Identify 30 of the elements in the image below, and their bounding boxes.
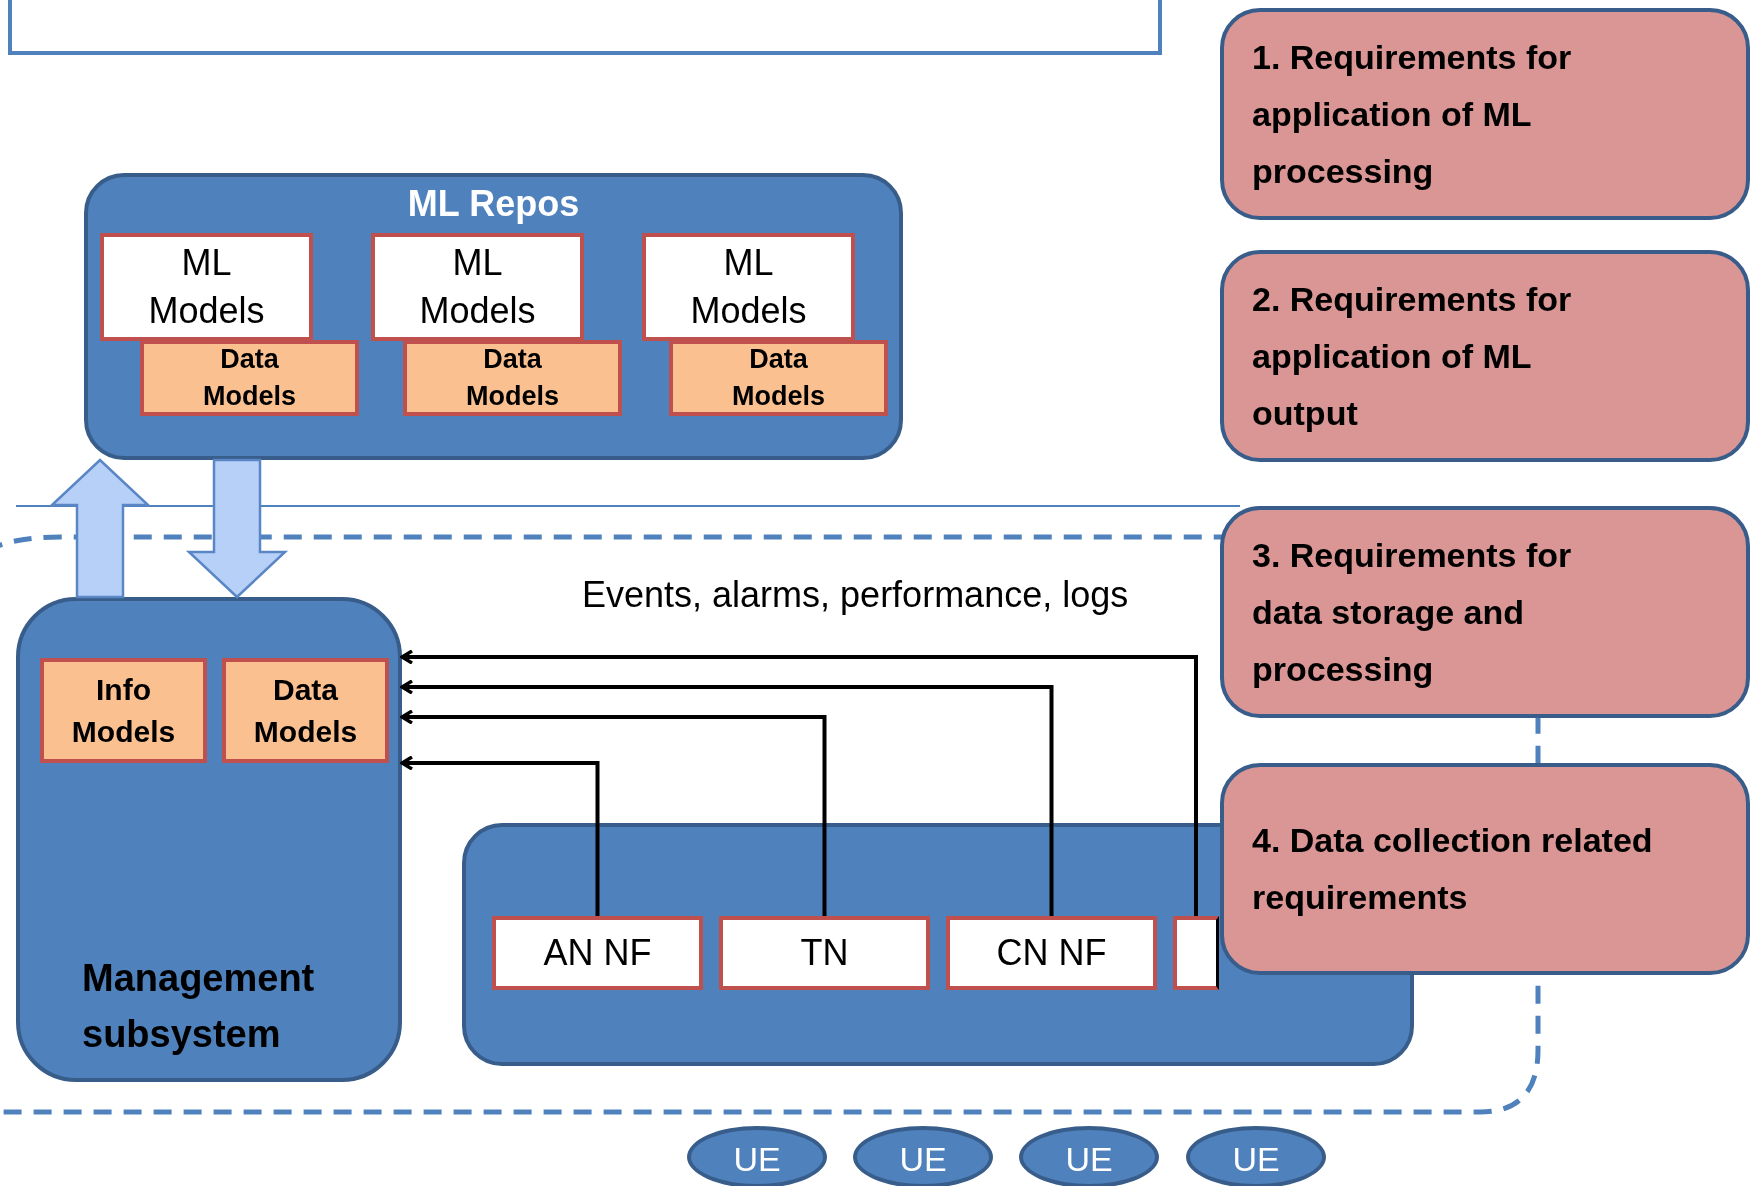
arrow [400,755,600,916]
block-arrow [185,458,289,599]
model-box: ML Models [642,233,855,341]
ue-ellipse: UE [1186,1126,1326,1186]
info-model-box: Info Models [40,658,207,763]
data-model-box: Data Models [140,340,359,416]
data-model-box: Data Models [669,340,888,416]
network-function-box: CN NF [946,916,1157,990]
requirement-box: 2. Requirements for application of ML output [1220,250,1750,462]
network-function-box: AN NF [492,916,703,990]
requirement-box: 3. Requirements for data storage and processing [1220,506,1750,718]
arrow [400,649,1198,916]
repository-panel [84,173,903,460]
requirement-box: 1. Requirements for application of ML processing [1220,8,1750,220]
arrow [400,709,827,916]
subsystem-panel [16,597,402,1082]
ue-ellipse: UE [1019,1126,1159,1186]
model-box: ML Models [100,233,313,341]
network-function-box [1173,916,1219,990]
ue-ellipse: UE [853,1126,993,1186]
data-model-box: Data Models [403,340,622,416]
model-box: ML Models [371,233,584,341]
arrow [400,679,1054,916]
block-arrow [48,458,152,599]
data-model-box: Data Models [222,658,389,763]
ue-ellipse: UE [687,1126,827,1186]
panel-label: Management subsystem [82,956,316,1057]
requirement-box: 4. Data collection related requirements [1220,763,1750,975]
network-function-box: TN [719,916,930,990]
panel-title: ML Repos [406,183,581,225]
